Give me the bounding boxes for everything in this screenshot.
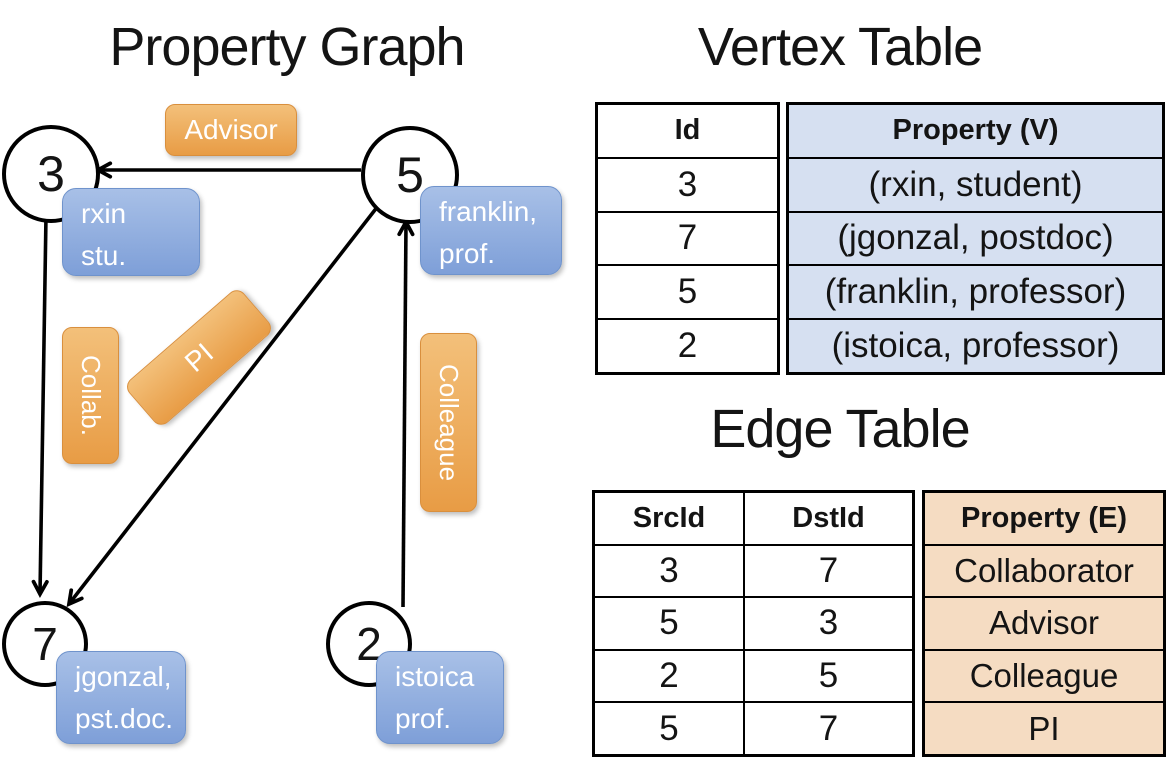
vertex-id-cell: 2 [598,318,777,372]
vertex-id-cell: 3 [598,156,777,211]
vertex-id-cell: 5 [598,264,777,318]
node-id-label: 5 [396,147,424,203]
vertex-property-line: prof. [439,238,496,269]
edge-label-text: Collab. [76,355,106,436]
column-header-dstid: DstId [792,501,865,534]
edge-dstid-cell: 3 [745,596,912,649]
vertex-property-line: stu. [81,240,127,271]
edge-label-text: Colleague [434,363,464,482]
node-id-label: 7 [32,618,58,670]
edge-property-cell: Advisor [925,596,1163,649]
edge-table-dstid-column: DstId 7 3 5 7 [745,493,912,754]
edge-srcid-cell: 5 [595,596,743,649]
column-header-property-v: Property (V) [789,105,1162,157]
graph-node-2: 2 [326,601,412,687]
vertex-table-title: Vertex Table [697,17,983,77]
vertex-property-box-5: franklin, prof. [420,186,562,275]
edge-srcid-cell: 5 [595,701,743,754]
edge-dstid-cell: 7 [745,701,912,754]
vertex-property-box-2: istoica prof. [376,651,504,744]
vertex-property-cell: (rxin, student) [789,156,1162,211]
edge-label-collab: Collab. [62,327,119,464]
node-id-label: 3 [37,146,65,202]
edge-dstid-cell: 5 [745,648,912,702]
edge-label-text: Advisor [184,114,278,145]
vertex-property-line: pst.doc. [75,703,174,734]
column-header-srcid: SrcId [632,501,706,534]
edge-label-colleague: Colleague [420,333,477,512]
vertex-id-cell: 7 [598,210,777,265]
edge-colleague-2-to-5 [397,218,415,608]
vertex-property-line: jgonzal, [75,661,172,692]
vertex-property-cell: (istoica, professor) [789,318,1162,372]
vertex-property-cell: (franklin, professor) [789,264,1162,319]
edge-table-srcid-column: SrcId 3 5 2 5 [595,493,745,754]
edge-table-ids-columns: SrcId 3 5 2 5 DstId 7 3 5 7 [592,490,915,757]
edge-label-advisor: Advisor [165,104,297,156]
graph-edges-canvas [31,161,415,608]
vertex-property-box-7: jgonzal, pst.doc. [56,651,186,744]
edge-label-text: PI [178,336,219,378]
vertex-table-id-column: Id 3 7 5 2 [595,102,780,375]
column-header-id: Id [674,114,701,147]
edge-property-cell: PI [925,701,1163,754]
vertex-property-box-3: rxin stu. [62,188,200,276]
edge-pi-5-to-7 [66,204,380,608]
vertex-property-line: istoica [395,661,475,692]
edge-table-property-column: Property (E) Collaborator Advisor Collea… [922,490,1166,757]
edge-srcid-cell: 2 [595,648,743,702]
edge-srcid-cell: 3 [595,543,743,597]
vertex-table-property-column: Property (V) (rxin, student) (jgonzal, p… [786,102,1165,375]
edge-property-cell: Collaborator [925,543,1163,597]
edge-collab-3-to-7 [31,215,49,598]
edge-dstid-cell: 7 [745,543,912,597]
vertex-property-line: franklin, [439,196,538,227]
edge-property-cell: Colleague [925,648,1163,702]
column-header-property-e: Property (E) [925,493,1163,544]
vertex-property-line: prof. [395,703,452,734]
vertex-property-line: rxin [81,198,127,229]
edge-table-title: Edge Table [710,399,970,459]
property-graph-title: Property Graph [109,17,465,77]
vertex-property-cell: (jgonzal, postdoc) [789,210,1162,265]
